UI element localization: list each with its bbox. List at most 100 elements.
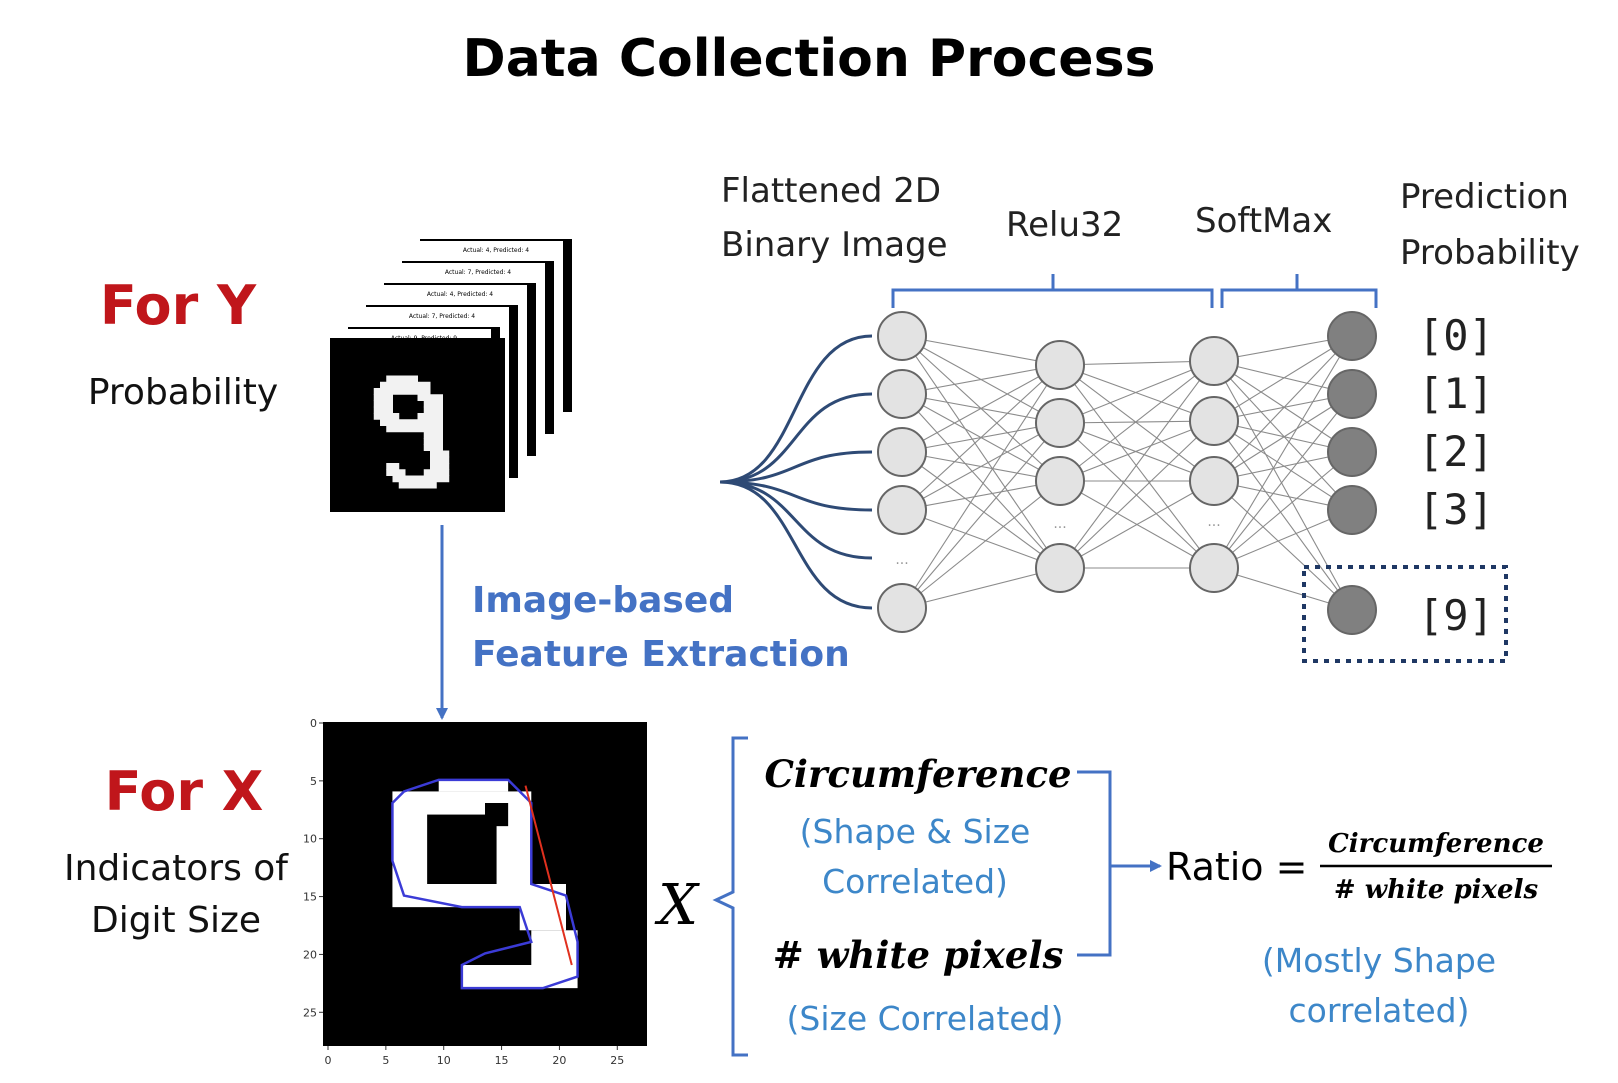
digit-pixel-row [386,425,443,433]
network-edge [901,422,1061,511]
input-layer-label-line2: Binary Image [721,225,948,265]
input-fan-curve [719,480,873,512]
output-node-2 [1327,369,1377,419]
x-axis-tick: 10 [437,1054,451,1067]
stack-card-2: Actual: 7, Predicted: 4 [402,261,554,434]
neural-network: ......... [719,311,1377,635]
digit-pixel-row [423,444,443,451]
network-edge [1213,420,1353,511]
digit-pixel-row [392,475,450,483]
network-edge [1059,420,1215,482]
network-edge [901,480,1061,511]
y-axis-tick: 20 [303,948,317,961]
output-node-3 [1327,427,1377,477]
layer-ellipsis: ... [1207,514,1220,530]
y-axis-tick: 10 [303,833,317,846]
network-edge [1059,360,1215,424]
network-edge [1059,420,1215,424]
input-fan-curve [719,334,873,484]
network-edge [901,480,1061,609]
for-x-heading: For X [105,760,264,823]
digit-pixel-row [373,406,393,414]
circumference-feature: Circumference [764,752,1071,796]
digit-pixel-row [386,463,400,470]
x-symbol: X [654,873,700,938]
input-node-5 [877,583,927,633]
layers-brace-left [891,274,1214,308]
digit-pixel-row [423,431,443,439]
network-edge [1213,335,1353,422]
network-edge [1059,420,1215,569]
for-x-subtitle-line2: Digit Size [91,900,261,941]
stack-card-header [366,306,518,330]
y-axis-tick: 0 [310,717,317,730]
digit-pixel-row [386,469,406,476]
network-edge [1059,364,1215,569]
input-fan-curve [719,480,873,610]
digit-pixel-row [417,413,443,420]
network-edge [1213,420,1353,611]
white-pixels-note: (Size Correlated) [787,999,1064,1038]
network-edge [1059,480,1215,569]
class-label-3: [3] [1418,485,1494,534]
hidden1-node-3 [1035,456,1085,506]
network-edge [1213,335,1353,482]
for-y-heading: For Y [100,274,257,337]
input-node-1 [877,311,927,361]
y-axis-tick: 5 [310,775,317,788]
hidden2-node-2 [1189,396,1239,446]
input-node-4 [877,485,927,535]
stack-card-header [384,284,536,308]
network-edge [1213,451,1353,569]
ratio-denominator: # white pixels [1334,875,1539,905]
network-edge [1059,360,1215,366]
extraction-label-line2: Feature Extraction [472,634,850,675]
stack-card-edge [563,240,572,412]
stack-card-3: Actual: 4, Predicted: 4 [384,283,536,456]
digit-loop-top [438,779,509,792]
network-edge [1213,360,1353,453]
network-edge [901,567,1061,609]
input-fan-curve [719,392,873,484]
digit-pixel-row [423,469,450,476]
network-edges [901,335,1353,611]
digit-pixel-row [386,375,418,383]
network-edge [901,393,1061,569]
input-fan-curve [719,480,873,560]
network-edge [1059,422,1215,482]
network-edge [1213,393,1353,482]
digit-pixel-row [417,394,443,401]
digit-stem [519,884,566,931]
digit-pixel-row [398,481,437,489]
for-y-subtitle: Probability [88,372,278,413]
digit-pixel-row [423,438,443,445]
digit-pixel-row [373,394,393,401]
digit-pixel-row [430,456,450,464]
stack-card-1: Actual: 4, Predicted: 4 [420,239,572,412]
ratio-connector [1077,770,1150,957]
class-label-0: [0] [1418,311,1494,360]
digit-contour-outline [391,778,579,990]
network-edge [901,335,1061,366]
network-edge [901,509,1061,569]
ratio-label: Ratio = [1166,845,1307,889]
class-label-2: [2] [1418,427,1494,476]
circumference-note-line1: (Shape & Size [800,812,1031,851]
page-title: Data Collection Process [463,29,1156,89]
network-edge [1059,364,1215,482]
hidden2-node-1 [1189,336,1239,386]
network-edge [1213,393,1353,569]
y-axis-tick: 25 [303,1006,317,1019]
extraction-label-line1: Image-based [472,580,734,621]
output-node-5 [1327,585,1377,635]
x-axis-tick: 15 [495,1054,509,1067]
y-axis-tick: 15 [303,891,317,904]
for-x-subtitle-line1: Indicators of [64,848,289,889]
network-edge [1213,335,1353,569]
ratio-note-line2: correlated) [1289,991,1470,1030]
ratio-numerator: Circumference [1328,829,1544,859]
network-edge [1213,360,1353,511]
class-label-1: [1] [1418,369,1494,418]
digit-pixel-row [373,388,431,395]
circumference-note-line2: Correlated) [822,862,1008,901]
